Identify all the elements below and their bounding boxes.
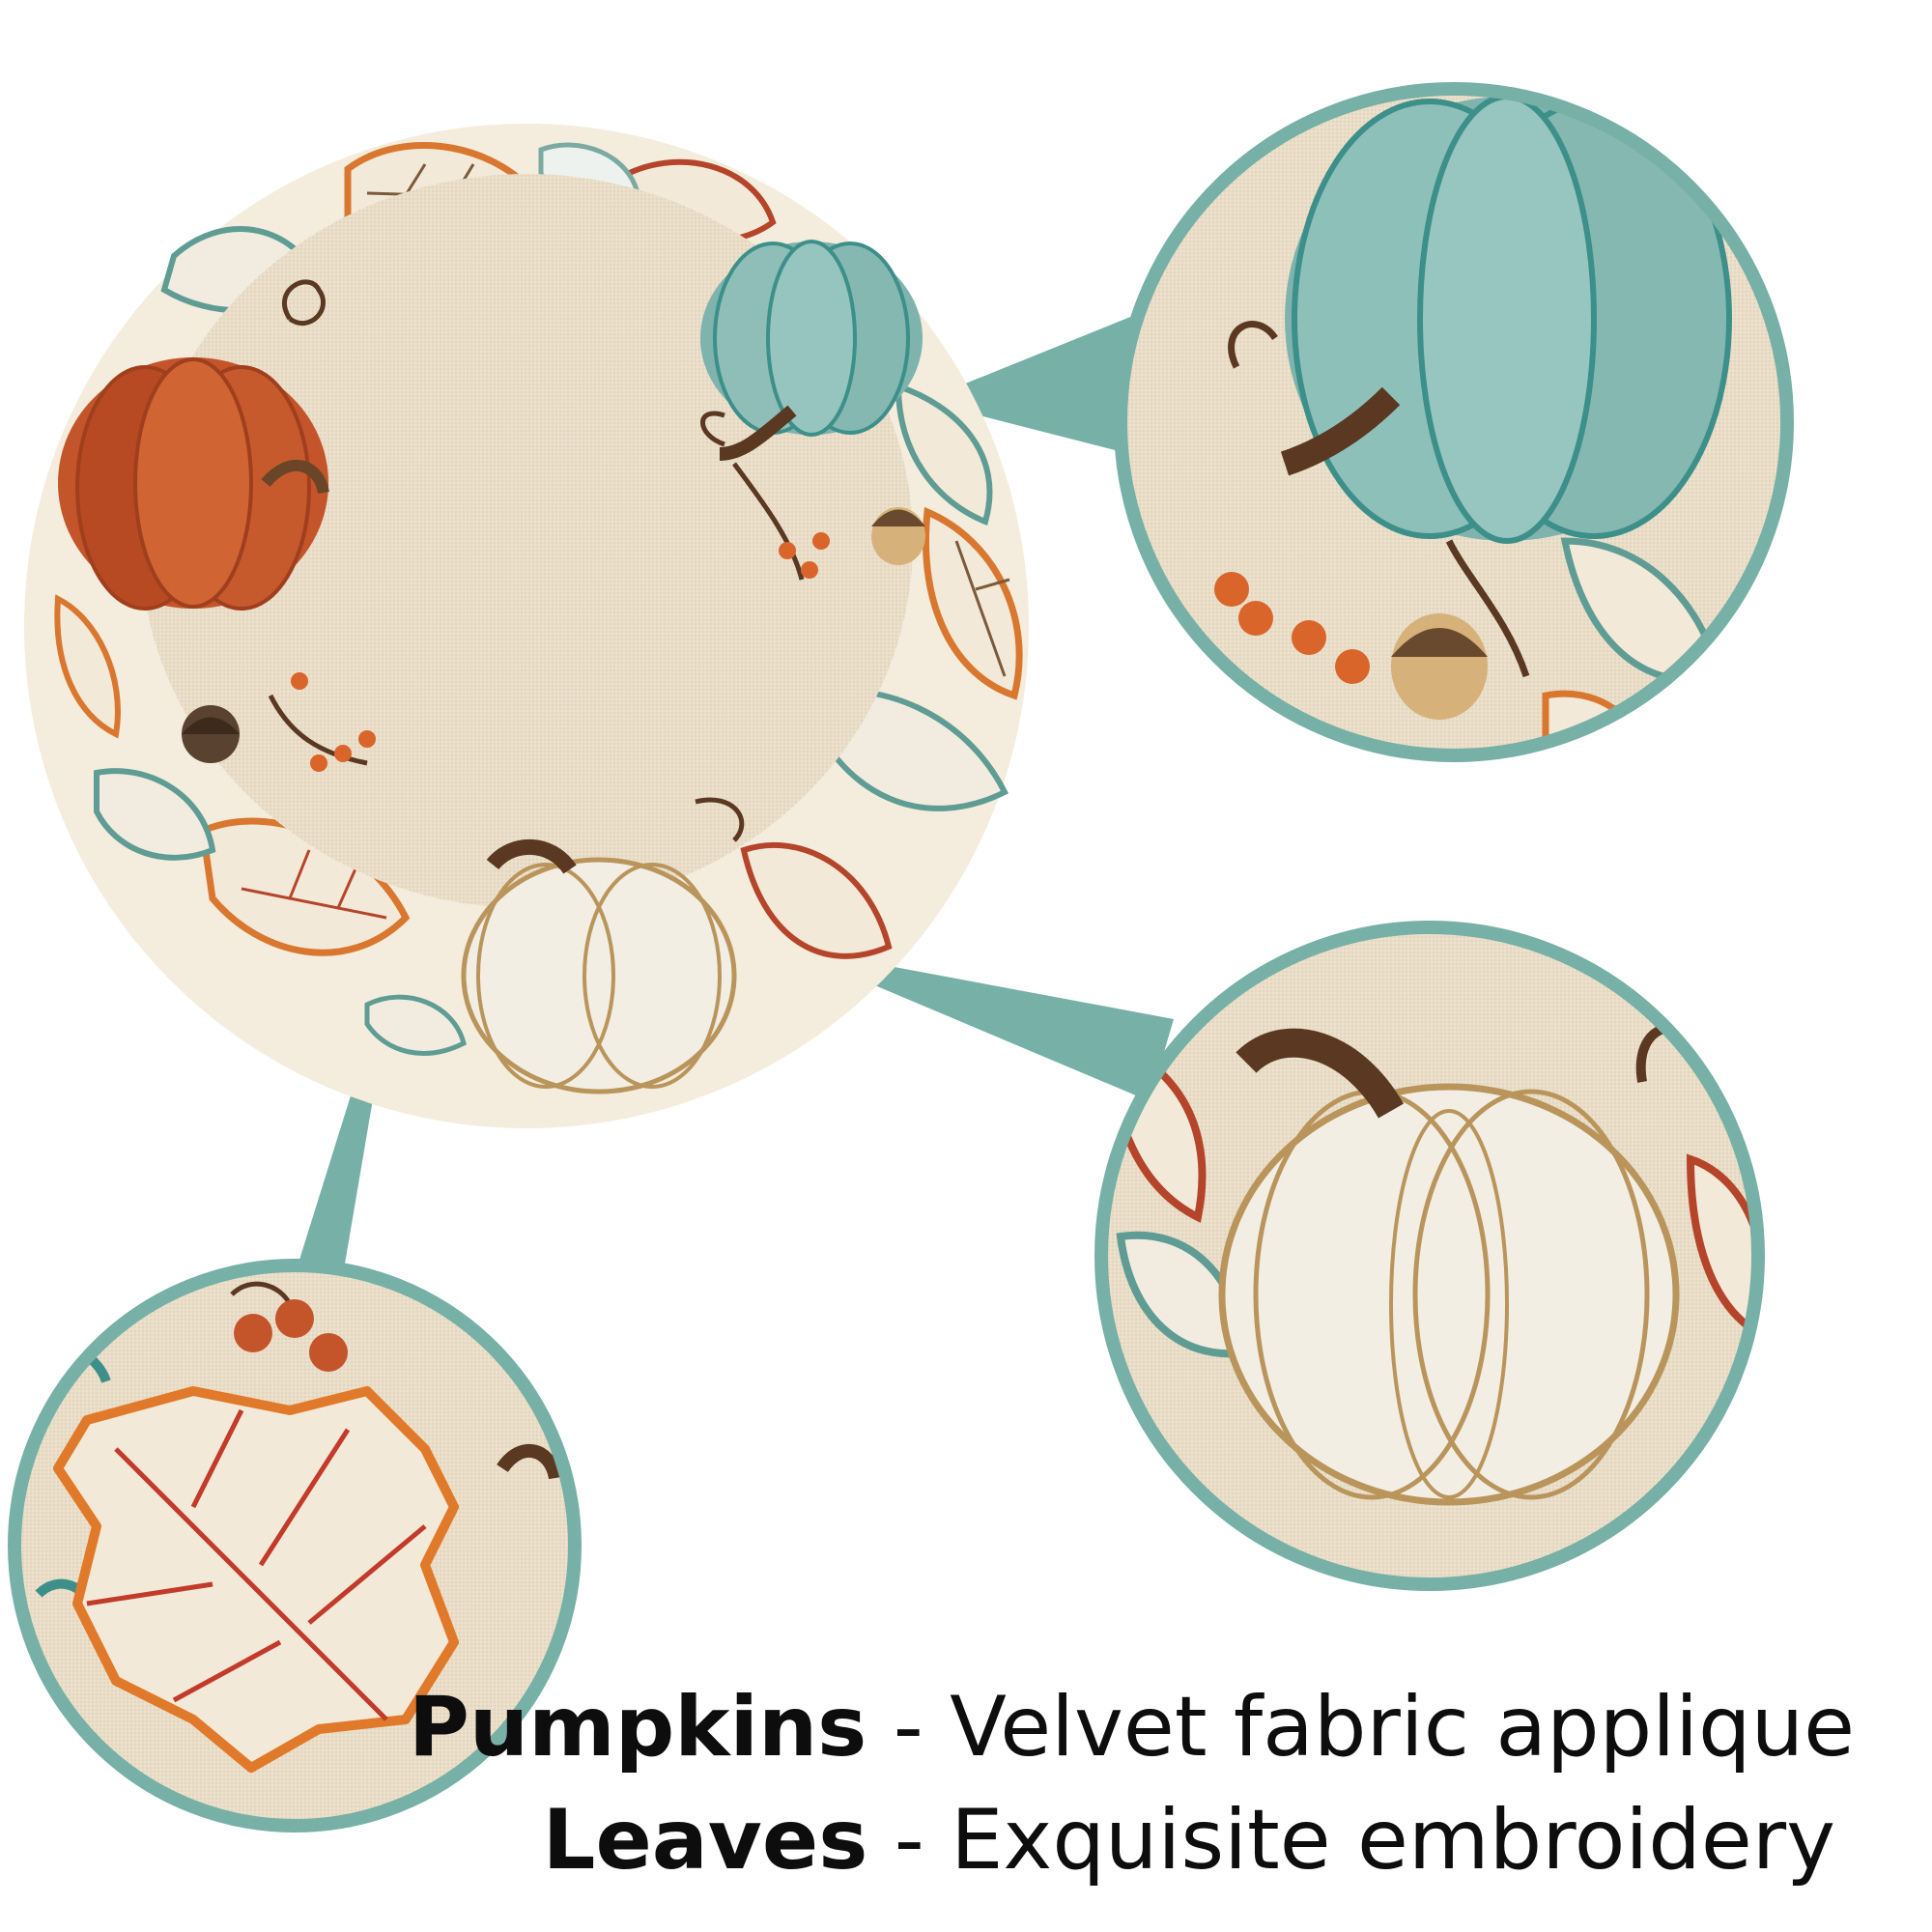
caption-leaves: Leaves - Exquisite embroidery [543,1799,1835,1882]
vines-and-berries [268,279,805,842]
white-pumpkin [461,838,737,1094]
zoom-pointer-right [811,952,1174,1101]
teal-pumpkin [700,240,923,461]
zoom-pointer-top [923,309,1150,454]
caption-pumpkins: Pumpkins - Velvet fabric applique [409,1686,1855,1769]
caption-leaves-text: - Exquisite embroidery [867,1792,1835,1889]
zoom-teal-pumpkin [1114,82,1794,762]
caption-leaves-title: Leaves [542,1792,868,1889]
zoom-maple-leaf [8,1259,582,1833]
orange-pumpkin [58,357,329,611]
zoom-pointer-left [295,1043,382,1275]
zoom-white-pumpkin [1094,921,1765,1591]
berries [291,532,830,772]
acorn-icon [182,507,925,763]
caption-pumpkins-text: - Velvet fabric applique [867,1679,1855,1776]
doily [24,124,1029,1128]
caption-pumpkins-title: Pumpkins [408,1679,867,1776]
